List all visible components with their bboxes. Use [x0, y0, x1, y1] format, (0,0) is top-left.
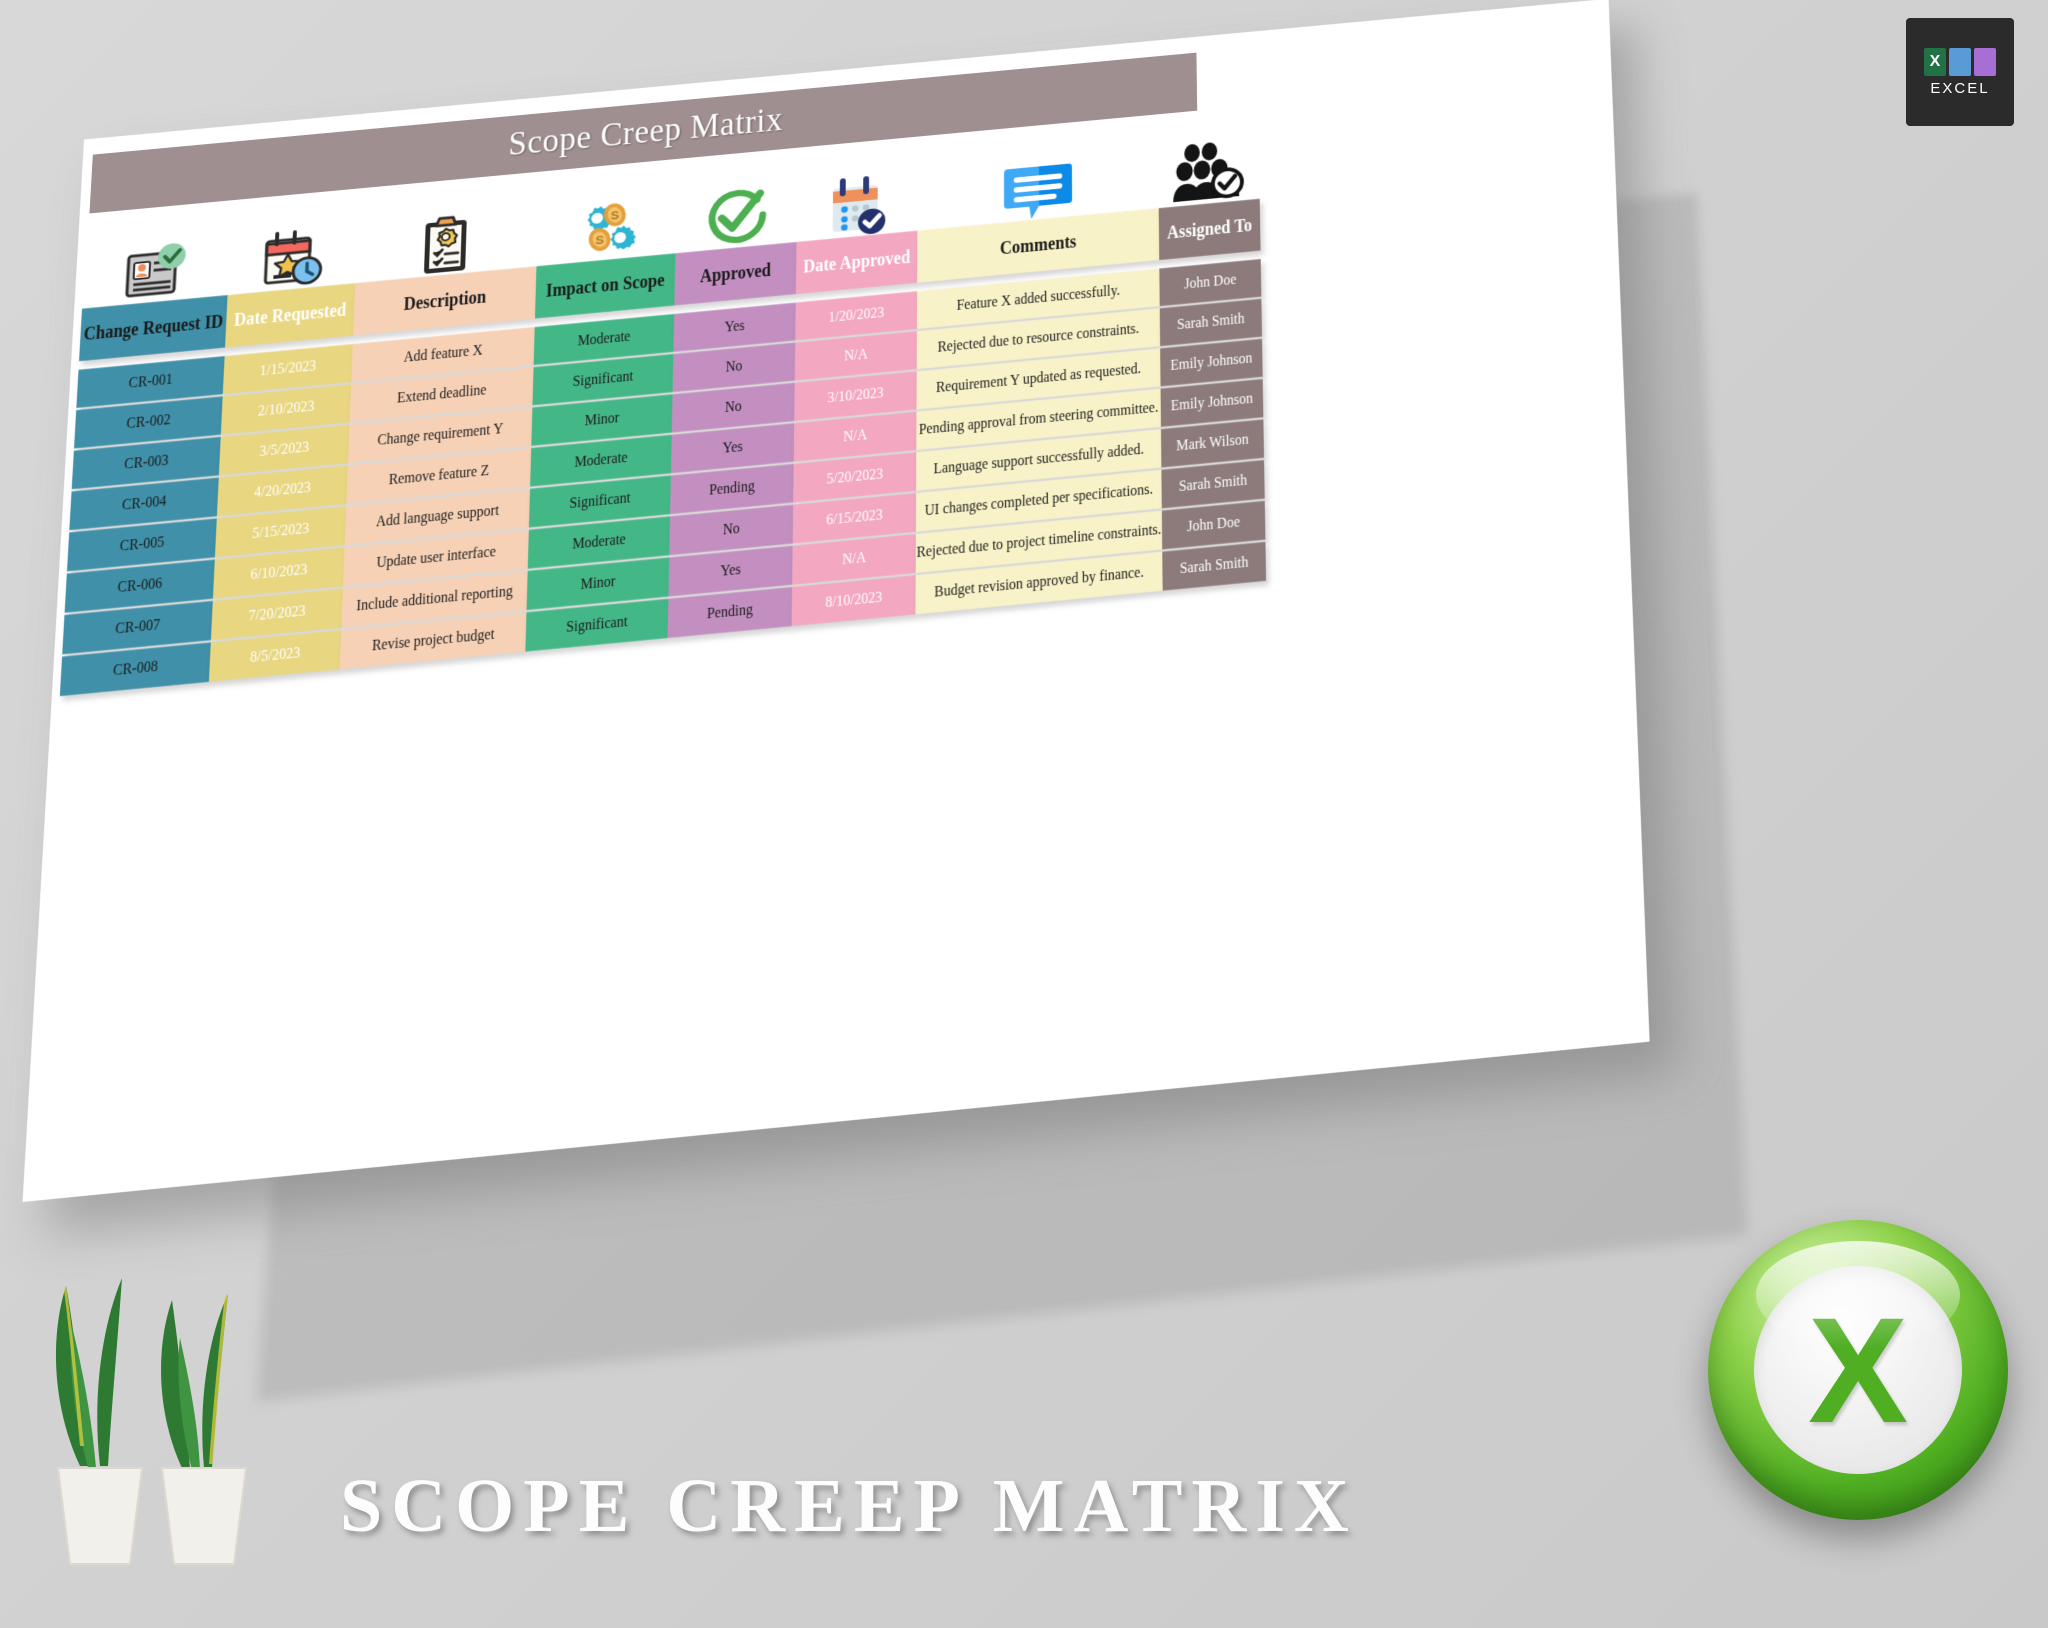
cell-assigned_to[interactable]: John Doe	[1161, 500, 1266, 550]
svg-text:S: S	[595, 234, 604, 248]
cell-assigned_to[interactable]: Mark Wilson	[1160, 419, 1265, 468]
column-header-approved[interactable]: Approved	[674, 242, 797, 306]
potted-plants-decoration	[55, 1278, 248, 1565]
cell-id[interactable]: CR-007	[62, 600, 213, 655]
bottom-title: SCOPE CREEP MATRIX	[340, 1464, 1358, 1548]
cell-description[interactable]: Revise project budget	[339, 612, 527, 670]
excel-x-letter: X	[1807, 1286, 1909, 1454]
cell-date_requested[interactable]: 7/20/2023	[210, 588, 343, 641]
cell-approved[interactable]: Pending	[667, 587, 793, 638]
cell-date_approved[interactable]: 8/10/2023	[791, 575, 916, 627]
cell-assigned_to[interactable]: Emily Johnson	[1160, 379, 1264, 427]
cell-date_requested[interactable]: 8/5/2023	[208, 630, 342, 682]
cell-assigned_to[interactable]: Emily Johnson	[1160, 338, 1263, 387]
svg-text:S: S	[610, 209, 619, 223]
excel-app-badge: X EXCEL	[1906, 18, 2014, 126]
cell-assigned_to[interactable]: Sarah Smith	[1159, 298, 1263, 347]
column-header-date-approved[interactable]: Date Approved	[795, 230, 918, 295]
cell-assigned_to[interactable]: Sarah Smith	[1162, 541, 1267, 591]
cell-id[interactable]: CR-008	[59, 642, 211, 697]
column-header-assigned-to[interactable]: Assigned To	[1158, 198, 1261, 261]
cell-assigned_to[interactable]: Sarah Smith	[1161, 460, 1265, 509]
calendar-check-icon	[796, 167, 917, 245]
column-header-impact-on-scope[interactable]: Impact on Scope	[534, 253, 676, 319]
excel-orb-inner: X	[1754, 1266, 1962, 1474]
excel-logo-orb: X	[1708, 1220, 2008, 1520]
column-header-date-requested[interactable]: Date Requested	[225, 283, 356, 348]
page-title: Scope Creep Matrix	[508, 101, 784, 164]
excel-badge-label: EXCEL	[1930, 79, 1990, 97]
clipboard-gear-icon	[355, 202, 538, 285]
cell-impact[interactable]: Significant	[525, 598, 669, 652]
excel-tiles-icon: X	[1924, 47, 1996, 76]
cell-assigned_to[interactable]: John Doe	[1159, 259, 1262, 307]
